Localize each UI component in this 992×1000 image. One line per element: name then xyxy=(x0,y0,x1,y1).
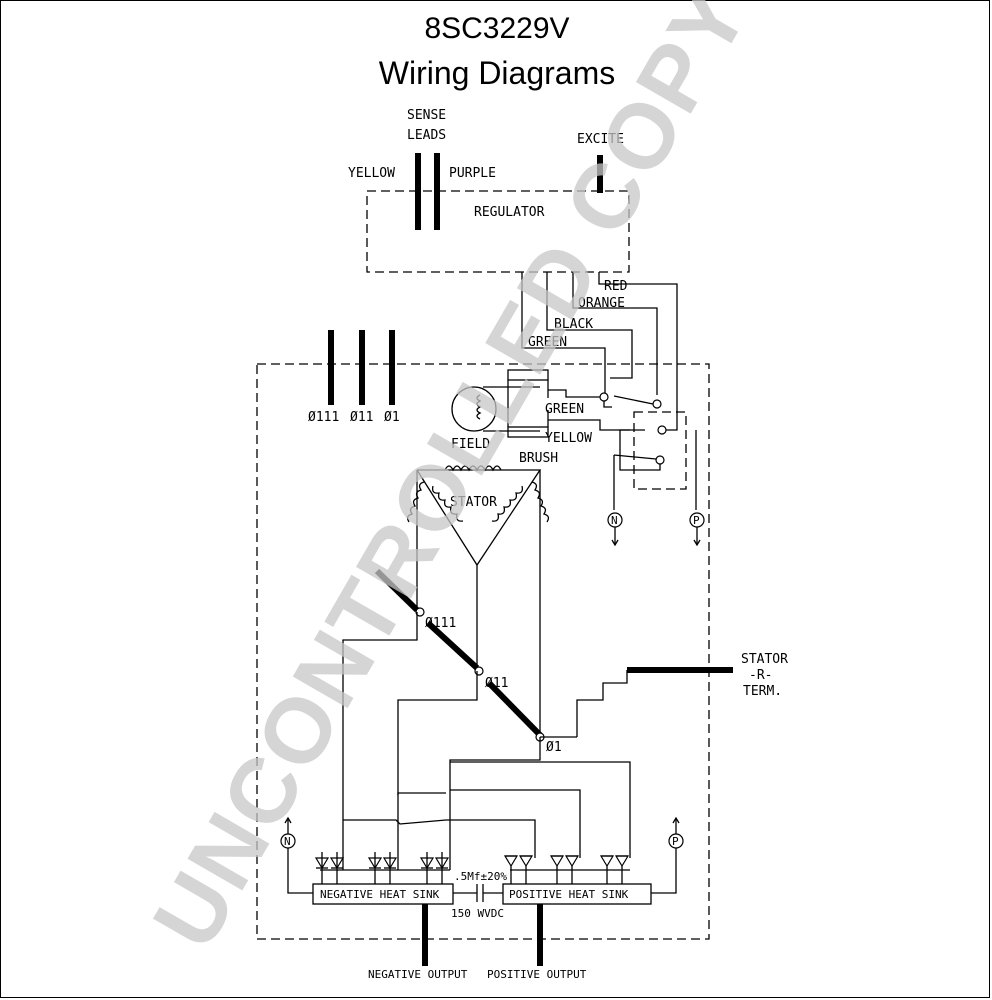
positive-heat-sink-label: POSITIVE HEAT SINK xyxy=(509,888,629,901)
phase-111-label: Ø111 xyxy=(308,410,339,425)
positive-output-label: POSITIVE OUTPUT xyxy=(487,968,587,981)
phase-1-tap-label: Ø1 xyxy=(546,740,562,755)
negative-heat-sink xyxy=(312,883,454,905)
purple-lead-label: PURPLE xyxy=(449,166,496,181)
phase-1-label: Ø1 xyxy=(384,410,400,425)
stator-winding xyxy=(406,465,550,567)
alternator-boundary xyxy=(256,363,710,940)
n-sink-lead xyxy=(287,848,313,894)
phase-1-tap xyxy=(486,680,543,738)
field-label: FIELD xyxy=(451,437,490,452)
regulator-leads xyxy=(521,272,678,431)
n-terminal-bottom: N xyxy=(280,816,296,849)
diagram-title: 8SC3229V xyxy=(424,12,569,45)
diagram-subtitle: Wiring Diagrams xyxy=(379,55,615,91)
red-lead-label: RED xyxy=(604,279,628,294)
phase-11-tap xyxy=(425,620,480,671)
positive-heat-sink xyxy=(502,883,652,905)
p-bottom-label: P xyxy=(672,835,679,848)
stator-r-label-1: STATOR xyxy=(741,652,788,667)
stator-r-label-2: -R- xyxy=(749,668,772,683)
sense-label: SENSE xyxy=(407,108,446,123)
p-terminal-bottom: P xyxy=(668,816,684,849)
phase-111-tap-label: Ø111 xyxy=(425,616,456,631)
n-top-label: N xyxy=(611,514,618,527)
yellow-field-label: YELLOW xyxy=(545,431,592,446)
phase-111-tap xyxy=(374,568,420,613)
regulator-label: REGULATOR xyxy=(474,205,545,220)
p-sink-lead xyxy=(651,848,677,894)
negative-output-label: NEGATIVE OUTPUT xyxy=(368,968,468,981)
excite-label: EXCITE xyxy=(577,132,624,147)
phase-11-tap-label: Ø11 xyxy=(485,676,508,691)
stator-r-lead xyxy=(576,670,628,737)
capacitor-value-label: .5Mf±20% xyxy=(454,870,507,883)
phase-11-node xyxy=(474,666,484,676)
stator-label: STATOR xyxy=(450,495,497,510)
phase-111-node xyxy=(415,607,425,617)
orange-lead-label: ORANGE xyxy=(578,296,625,311)
capacitor xyxy=(453,884,503,902)
regulator-box xyxy=(366,190,630,273)
n-terminal-top: N xyxy=(607,512,623,547)
p-top-label: P xyxy=(693,514,700,527)
rectifier-wiring xyxy=(320,612,631,871)
brush-switch-box xyxy=(599,392,697,510)
negative-diodes xyxy=(314,852,450,884)
capacitor-voltage-label: 150 WVDC xyxy=(451,907,504,920)
stator-r-label-3: TERM. xyxy=(743,684,782,699)
black-lead-label: BLACK xyxy=(554,317,593,332)
n-bottom-label: N xyxy=(284,835,291,848)
negative-heat-sink-label: NEGATIVE HEAT SINK xyxy=(320,888,440,901)
leads-label: LEADS xyxy=(407,128,446,143)
brush-label: BRUSH xyxy=(519,451,558,466)
yellow-lead-label: YELLOW xyxy=(348,166,395,181)
green-field-label: GREEN xyxy=(545,402,584,417)
positive-diodes xyxy=(503,855,630,884)
phase-11-label: Ø11 xyxy=(350,410,373,425)
p-terminal-top: P xyxy=(689,512,705,547)
green-lead-label: GREEN xyxy=(528,335,567,350)
